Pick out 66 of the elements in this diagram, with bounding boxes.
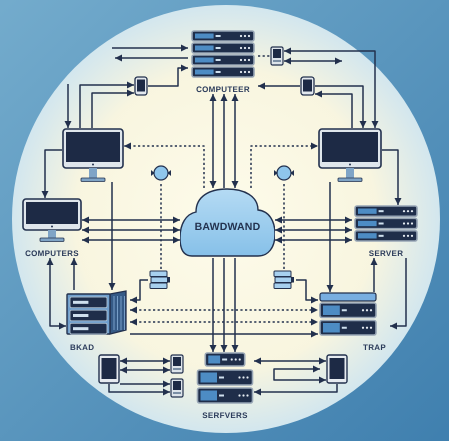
phone-icon [300, 76, 315, 96]
arrow [82, 216, 180, 224]
arrow [79, 82, 134, 128]
arrow [91, 90, 134, 128]
dashed-line [160, 184, 162, 270]
device-label: TRAP [363, 343, 386, 352]
cloud-label: BAWDWAND [194, 221, 260, 233]
arrow [64, 84, 72, 128]
arrow [82, 236, 180, 244]
arrow [315, 90, 353, 128]
arrow [115, 54, 188, 62]
dashed-arrow [250, 142, 318, 188]
arrow [382, 149, 402, 205]
small-device-icon [170, 354, 184, 374]
dashed-arrow [130, 318, 318, 326]
arrow [273, 366, 326, 384]
arrow [315, 85, 366, 128]
monitor-icon [318, 128, 382, 182]
small-device-icon [170, 378, 184, 398]
arrow [70, 258, 78, 290]
arrow [220, 94, 228, 188]
arrow [148, 64, 188, 87]
arrow [275, 226, 352, 234]
dashed-line [283, 184, 285, 270]
arrow [326, 182, 334, 292]
dashed-arrow [124, 142, 205, 188]
arrow [220, 258, 228, 352]
arrow [254, 384, 338, 396]
arrow [284, 58, 342, 64]
arrow [275, 216, 352, 224]
arrow [46, 258, 66, 330]
arrow [130, 330, 318, 338]
device-label: COMPUTEER [196, 85, 250, 94]
arrow [296, 279, 318, 304]
dashed-arrow [130, 306, 318, 314]
arrow [120, 366, 170, 374]
stacked-boxes-icon [148, 270, 172, 290]
stacked-boxes-icon [272, 270, 296, 290]
small-device-icon [270, 46, 284, 66]
arrow [108, 384, 170, 396]
arrow [370, 258, 378, 292]
arrow [108, 182, 116, 290]
arrow [232, 94, 238, 188]
arrow [130, 279, 148, 304]
arrow [112, 44, 188, 52]
arrow [120, 380, 170, 388]
tablet-icon [326, 354, 348, 384]
arrow [210, 94, 216, 188]
arrow [232, 258, 238, 352]
arrow [284, 48, 378, 128]
monitor-icon [62, 128, 124, 182]
arrow [254, 358, 326, 364]
tablet-icon [98, 354, 120, 384]
device-label: SERVER [368, 249, 404, 258]
arrow [390, 258, 407, 330]
device-label: SERFVERS [202, 411, 248, 420]
arrow [275, 236, 352, 244]
device-label: BKAD [70, 343, 94, 352]
arrow [210, 258, 216, 352]
arrow [82, 226, 180, 234]
arrow [120, 358, 170, 364]
device-label: COMPUTERS [25, 249, 79, 258]
phone-icon [134, 76, 148, 96]
arrow [258, 82, 300, 90]
arrow [42, 149, 62, 198]
dashed-line [258, 55, 270, 57]
